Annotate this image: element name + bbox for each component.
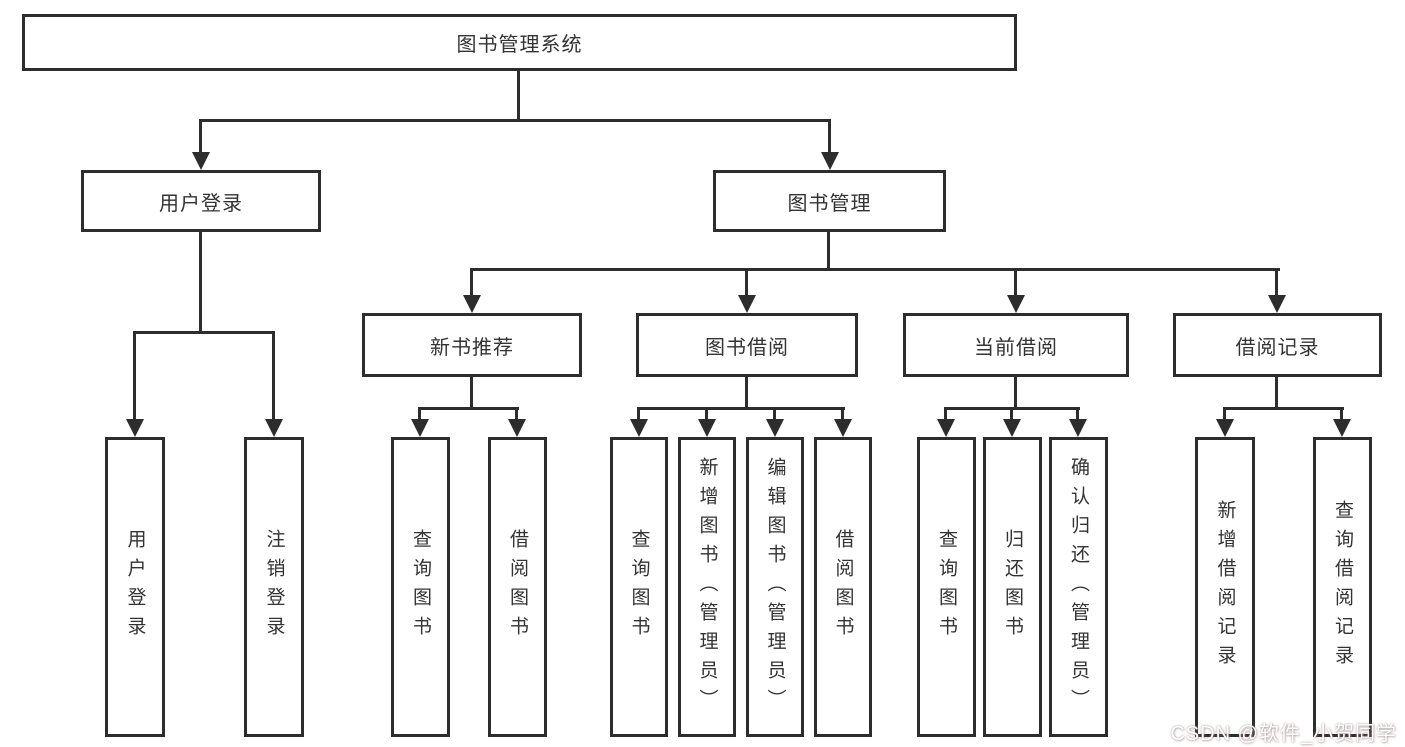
connector-root-stem [517,70,520,122]
node-label: 图书借阅 [705,336,789,359]
node-book-management: 图书管理 [713,170,946,232]
csdn-watermark: CSDN @软件_小贺同学 [1170,723,1397,745]
node-new-book-recommend: 新书推荐 [362,313,582,377]
connector-to-login-leaf [133,331,136,421]
leaf-borrow-books: 借阅图书 [814,437,872,737]
arrow-down-icon [1069,419,1087,437]
leaf-logout: 注销登录 [244,437,304,737]
leaf-return-books: 归还图书 [983,437,1042,737]
arrow-down-icon [126,419,144,437]
node-label: 新书推荐 [430,336,514,359]
connector-to-current-borrow [1014,268,1017,298]
arrow-down-icon [698,419,716,437]
leaf-user-login: 用户登录 [105,437,165,737]
node-label: 新增图书（管理员） [696,456,718,718]
arrow-down-icon [834,419,852,437]
connector-level2-rail [470,268,1280,271]
connector-leaf-drop [1010,407,1013,423]
node-label: 用户登录 [124,529,146,645]
connector-book-management-stem [827,232,830,270]
connector-level1-rail [199,119,831,122]
node-label: 当前借阅 [974,336,1058,359]
node-book-borrow: 图书借阅 [636,313,858,377]
leaf-query-books-recommend: 查询图书 [391,437,450,737]
node-label: 查询图书 [628,529,650,645]
leaf-add-borrow-record: 新增借阅记录 [1195,437,1255,737]
arrow-down-icon [1333,419,1351,437]
node-label: 编辑图书（管理员） [764,456,786,718]
connector-borrow-record-stem [1275,377,1278,410]
node-label: 借阅记录 [1235,336,1320,359]
node-label: 用户登录 [159,192,243,215]
leaf-add-books-admin: 新增图书（管理员） [678,437,736,737]
connector-to-logout-leaf [272,331,275,421]
arrow-down-icon [766,419,784,437]
node-borrow-record: 借阅记录 [1173,313,1382,377]
node-label: 查询借阅记录 [1332,500,1353,674]
node-user-login: 用户登录 [81,170,321,232]
connector-leaf-drop [944,407,947,423]
leaf-query-books-borrow: 查询图书 [610,437,668,737]
connector-current-borrow-stem [1014,377,1017,410]
node-label: 归还图书 [1002,529,1023,645]
leaf-edit-books-admin: 编辑图书（管理员） [746,437,804,737]
arrow-down-icon [463,295,481,313]
node-label: 借阅图书 [507,529,528,645]
connector-leaf-drop [418,407,421,423]
connector-to-user-login [199,119,202,156]
leaf-confirm-return-admin: 确认归还（管理员） [1049,437,1108,737]
leaf-query-borrow-record: 查询借阅记录 [1313,437,1372,737]
arrow-down-icon [411,419,429,437]
arrow-down-icon [1007,295,1025,313]
node-label: 查询图书 [410,529,431,645]
connector-leaf-drop [705,407,708,423]
connector-new-book-rail [418,407,519,410]
node-label: 图书管理 [787,192,872,215]
connector-user-login-stem [199,232,202,333]
arrow-down-icon [937,419,955,437]
connector-leaf-drop [515,407,518,423]
connector-book-borrow-stem [745,377,748,410]
arrow-down-icon [265,419,283,437]
connector-leaf-drop [637,407,640,423]
arrow-down-icon [630,419,648,437]
connector-leaf-drop [1340,407,1343,423]
connector-user-login-rail [133,331,275,334]
arrow-down-icon [1216,419,1234,437]
node-label: 注销登录 [263,529,285,645]
arrow-down-icon [1268,295,1286,313]
node-label: 确认归还（管理员） [1068,456,1089,718]
arrow-down-icon [738,295,756,313]
arrow-down-icon [1003,419,1021,437]
leaf-borrow-books-recommend: 借阅图书 [488,437,547,737]
node-label: 图书管理系统 [456,34,583,56]
node-label: 新增借阅记录 [1214,500,1236,674]
connector-borrow-record-rail [1223,407,1344,410]
connector-leaf-drop [841,407,844,423]
connector-to-book-borrow [745,268,748,298]
leaf-query-books-current: 查询图书 [917,437,976,737]
node-label: 查询图书 [936,529,957,645]
connector-to-borrow-record [1275,268,1278,298]
node-label: 借阅图书 [832,529,854,645]
connector-leaf-drop [1223,407,1226,423]
connector-leaf-drop [773,407,776,423]
connector-new-book-stem [470,377,473,410]
connector-to-book-management [828,119,831,156]
connector-leaf-drop [1076,407,1079,423]
arrow-down-icon [821,152,839,170]
arrow-down-icon [192,152,210,170]
arrow-down-icon [508,419,526,437]
connector-book-borrow-rail [637,407,845,410]
node-library-management-system: 图书管理系统 [22,14,1017,71]
connector-to-new-book [470,268,473,298]
node-current-borrow: 当前借阅 [903,313,1129,377]
